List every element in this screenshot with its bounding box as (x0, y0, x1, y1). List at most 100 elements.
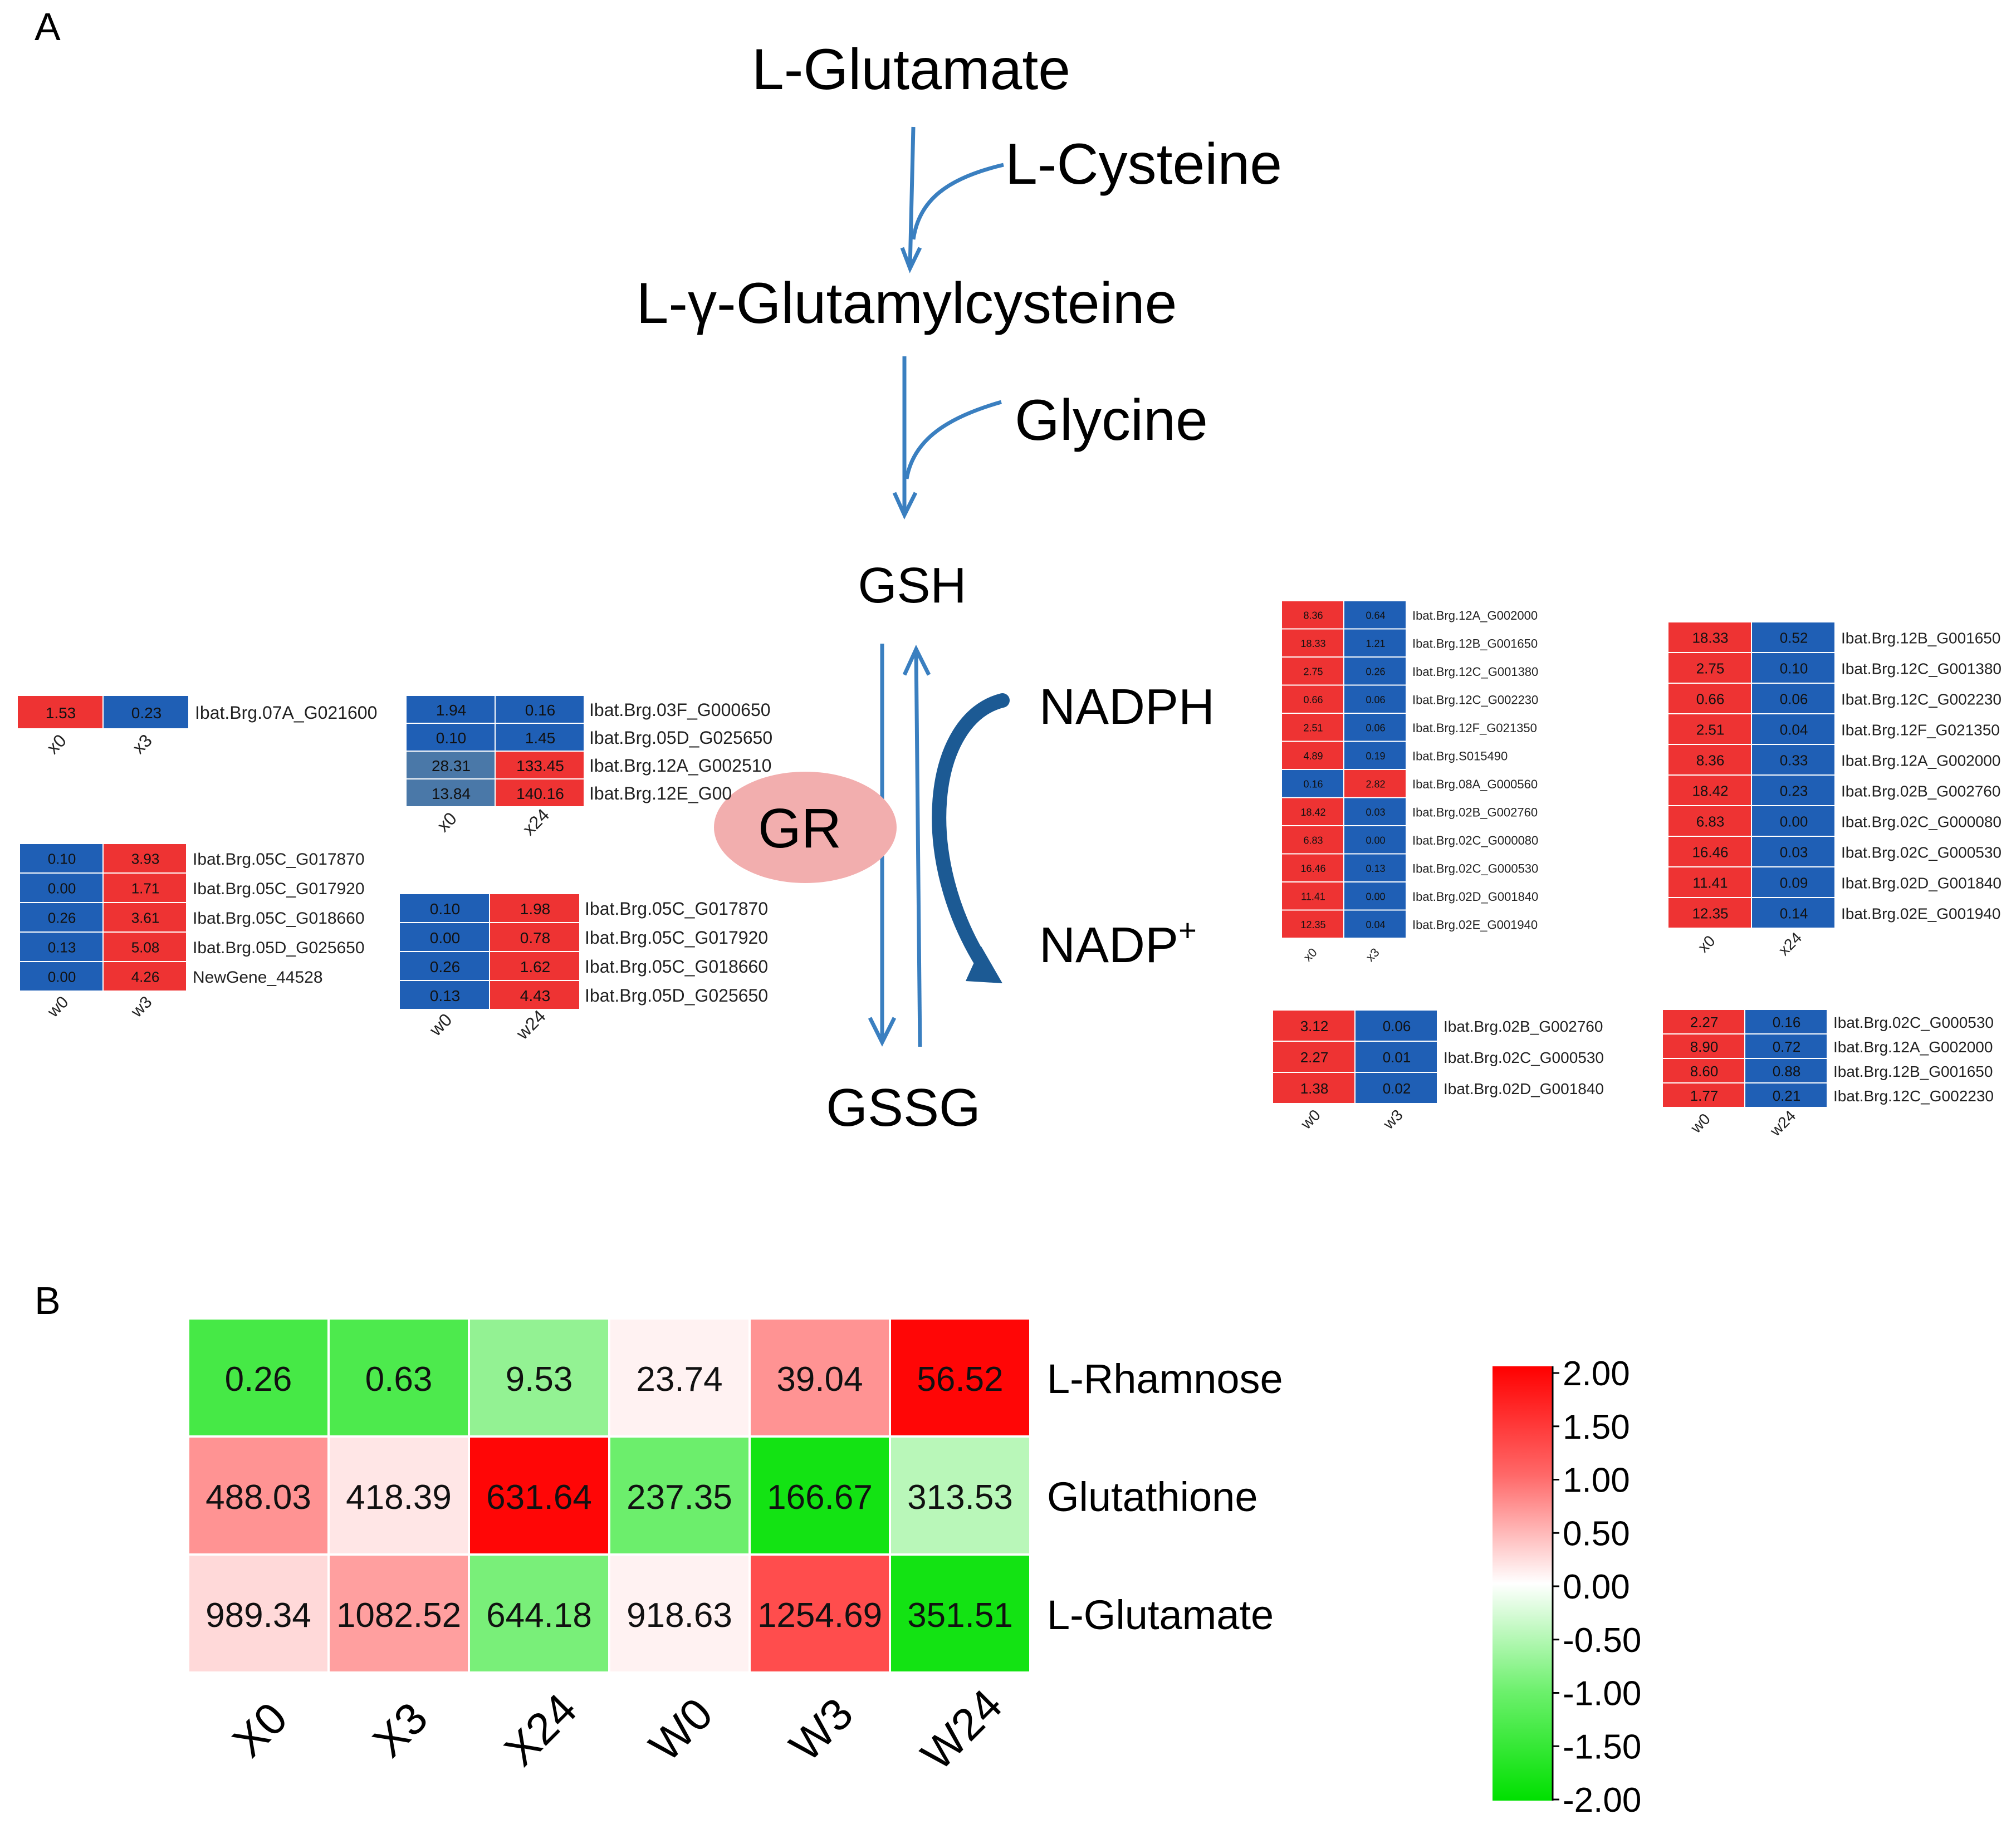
arrowhead-gssg (868, 1017, 897, 1047)
colorbar-tick-label: -1.50 (1563, 1728, 1641, 1766)
gene-heatmap-column-label: w0 (1687, 1110, 1714, 1137)
gene-heatmap-cell (1745, 1034, 1827, 1058)
colorbar-tick-label: 1.00 (1563, 1462, 1630, 1500)
arrowhead-gamma (900, 247, 922, 273)
gene-heatmap-value: 28.31 (432, 757, 471, 774)
metabolite-heatmap-value: 644.18 (486, 1596, 592, 1635)
gene-heatmap-cell (1668, 745, 1751, 774)
gene-heatmap-cell (1282, 882, 1343, 910)
gene-heatmap-column-label: x24 (1775, 929, 1805, 959)
gene-heatmap-value: 3.93 (131, 851, 160, 867)
gene-heatmap-cell (1752, 837, 1834, 866)
gene-name-label: Ibat.Brg.05C_G017870 (193, 850, 365, 869)
gene-heatmap-column-label: w0 (43, 993, 72, 1021)
gene-heatmap-cell (1344, 742, 1406, 769)
metabolite-column-label: X3 (363, 1693, 437, 1766)
gene-heatmap-value: 0.26 (1366, 666, 1385, 678)
gene-heatmap-cell (1752, 745, 1834, 774)
metabolite-heatmap-cell (330, 1556, 468, 1671)
gene-heatmap-value: 0.26 (48, 910, 76, 926)
gene-heatmap-cell (104, 696, 188, 728)
gene-name-label: Ibat.Brg.12B_G001650 (1841, 629, 2000, 646)
gene-name-label: Ibat.Brg.12B_G001650 (1412, 636, 1538, 650)
gene-heatmap-cell (407, 724, 495, 751)
gene-heatmap-value: 0.00 (1780, 813, 1808, 830)
metabolite-heatmap-cell (189, 1438, 327, 1553)
gene-heatmap-value: 8.36 (1696, 752, 1725, 769)
gene-heatmap-value: 8.36 (1303, 610, 1323, 621)
gene-heatmap-value: 2.75 (1303, 666, 1323, 678)
metabolite-heatmap-cell (470, 1556, 608, 1671)
gsh-label: GSH (858, 558, 966, 614)
gene-heatmap-cell (1344, 714, 1406, 741)
gene-heatmap-value: 0.00 (48, 969, 76, 985)
gene-heatmap-cell (1752, 806, 1834, 836)
gene-heatmap-value: 6.83 (1303, 835, 1323, 846)
gene-heatmap-cell (1344, 658, 1406, 685)
gene-heatmap-cell (104, 844, 186, 872)
gene-heatmap-value: 0.10 (436, 729, 467, 747)
gene-heatmap-cell (1668, 867, 1751, 897)
gene-heatmap-cell (1752, 714, 1834, 744)
gene-heatmap-column-label: w3 (127, 993, 155, 1021)
gene-name-label: Ibat.Brg.02B_G002760 (1444, 1018, 1603, 1035)
gene-heatmap-value: 18.33 (1300, 638, 1325, 649)
gene-heatmap-value: 2.82 (1366, 779, 1385, 790)
gene-heatmap-cell (1282, 854, 1343, 881)
metabolite-row-label: L-Glutamate (1047, 1592, 1274, 1638)
gene-heatmap-cell (496, 752, 584, 778)
gene-heatmap-value: 0.21 (1773, 1087, 1801, 1104)
gene-heatmap-value: 0.10 (1780, 660, 1808, 677)
gene-heatmap-value: 0.10 (48, 851, 76, 867)
metabolite-row-label: L-Rhamnose (1047, 1356, 1283, 1402)
gene-heatmap-value: 0.13 (1366, 863, 1385, 874)
gene-heatmap-value: 18.42 (1300, 807, 1325, 818)
metabolite-column-label: X0 (223, 1693, 296, 1766)
gene-heatmap-cell (1663, 1083, 1744, 1107)
gene-heatmap-column-label: x0 (1695, 932, 1719, 956)
gene-name-label: Ibat.Brg.02C_G000530 (1444, 1049, 1604, 1066)
gene-heatmap-column-label: x0 (433, 808, 461, 836)
gene-heatmap-cell (20, 933, 102, 961)
gene-heatmap-cell (1282, 658, 1343, 685)
gene-heatmap-cell (1282, 742, 1343, 769)
gene-heatmap-cell (1752, 898, 1834, 928)
gene-heatmap-cell (1668, 684, 1751, 713)
gene-name-label: Ibat.Brg.02B_G002760 (1412, 805, 1538, 819)
gene-heatmap-cell (1282, 798, 1343, 825)
gene-heatmap-cell (1663, 1034, 1744, 1058)
gene-heatmap-value: 1.53 (46, 704, 76, 722)
metabolite-heatmap-value: 23.74 (636, 1360, 722, 1399)
gene-heatmap-value: 0.03 (1366, 807, 1385, 818)
gene-heatmap-cell (1282, 629, 1343, 656)
gene-heatmap-value: 0.88 (1773, 1063, 1801, 1080)
gene-heatmap-column-label: x0 (1301, 945, 1320, 964)
gene-heatmap-value: 0.00 (1366, 891, 1385, 903)
metabolite-heatmap-cell (610, 1438, 748, 1553)
gene-heatmap-value: 13.84 (432, 785, 471, 802)
gene-heatmap-cell (104, 962, 186, 991)
metabolite-heatmap-value: 237.35 (627, 1478, 732, 1517)
gene-heatmap-cell (1668, 776, 1751, 805)
gene-heatmap-value: 16.46 (1300, 863, 1325, 874)
gene-name-label: Ibat.Brg.05C_G017920 (193, 880, 365, 898)
gene-name-label: Ibat.Brg.02C_G000530 (1833, 1014, 1994, 1031)
gene-heatmap-value: 0.04 (1780, 722, 1808, 738)
gene-heatmap-value: 12.35 (1300, 919, 1325, 930)
gene-name-label: Ibat.Brg.02E_G001940 (1841, 905, 2000, 922)
gene-heatmap-cell (1344, 798, 1406, 825)
nadp-label: NADP+ (1039, 913, 1197, 973)
metabolite-column-label: W24 (912, 1680, 1011, 1779)
gene-heatmap-cell (1668, 898, 1751, 928)
gene-name-label: Ibat.Brg.05D_G025650 (585, 985, 768, 1006)
colorbar-tick-label: 1.50 (1563, 1408, 1630, 1447)
gene-heatmap-column-label: w24 (1766, 1107, 1799, 1140)
metabolite-heatmap-value: 631.64 (486, 1478, 592, 1517)
gene-heatmap-cell (1668, 714, 1751, 744)
gene-heatmap-value: 1.71 (131, 880, 160, 897)
gamma-glutamylcysteine-label: L-γ-Glutamylcysteine (637, 271, 1177, 336)
